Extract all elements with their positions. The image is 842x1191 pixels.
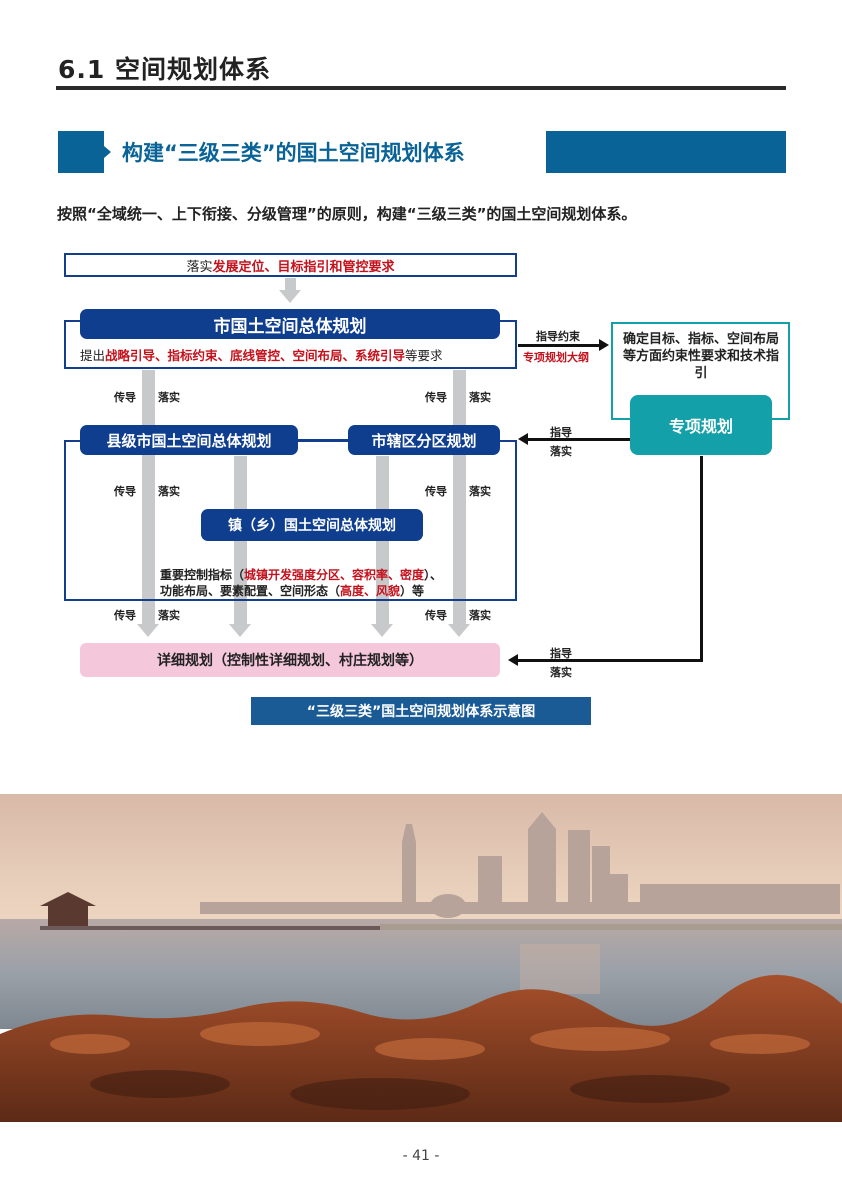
town-plan-node: 镇（乡）国土空间总体规划 bbox=[201, 509, 423, 541]
top-arrow-shaft bbox=[285, 278, 296, 290]
planning-diagram: 落实发展定位、目标指引和管控要求 市国土空间总体规划 提出战略引导、指标约束、底… bbox=[64, 253, 790, 679]
implement-label: 落实 bbox=[469, 391, 491, 404]
control-line2-highlight: 高度、风貌 bbox=[340, 584, 401, 598]
banner-arrow-icon bbox=[104, 146, 111, 158]
section-title: 6.1 空间规划体系 bbox=[58, 55, 271, 84]
diagram-caption-text: “三级三类”国土空间规划体系示意图 bbox=[306, 704, 536, 720]
top-requirement-prefix: 落实 bbox=[186, 259, 213, 275]
city-requirement: 提出战略引导、指标约束、底线管控、空间布局、系统引导等要求 bbox=[80, 345, 443, 364]
city-req-suffix: 等要求 bbox=[405, 348, 443, 363]
top-requirement-box: 落实发展定位、目标指引和管控要求 bbox=[64, 253, 517, 277]
special-frame-right-line bbox=[772, 418, 790, 420]
control-line2-prefix: 功能布局、要素配置、空间形态（ bbox=[160, 584, 341, 598]
implement-label: 落实 bbox=[158, 391, 180, 404]
implement-label: 落实 bbox=[469, 485, 491, 498]
col-right-inner-arrow bbox=[371, 624, 393, 637]
header-rule bbox=[56, 86, 786, 90]
transmit-label: 传导 bbox=[114, 485, 136, 498]
city-plan-node: 市国土空间总体规划 bbox=[80, 309, 500, 339]
guide-constraint-arrowhead bbox=[599, 339, 609, 351]
banner-title: 构建“三级三类”的国土空间规划体系 bbox=[122, 141, 465, 165]
implement-label: 落实 bbox=[550, 666, 572, 679]
district-plan-node: 市辖区分区规划 bbox=[348, 425, 500, 455]
guide-district-line bbox=[528, 438, 630, 441]
col-right-outer-arrow bbox=[448, 624, 470, 637]
county-plan-node: 县级市国土空间总体规划 bbox=[80, 425, 298, 455]
control-line-1: 重要控制指标（城镇开发强度分区、容积率、密度）、 bbox=[160, 567, 442, 583]
guide-detail-line bbox=[518, 659, 703, 662]
control-line2-suffix: ）等 bbox=[400, 584, 425, 598]
guide-constraint-label: 指导约束 bbox=[536, 330, 580, 343]
implement-label: 落实 bbox=[158, 485, 180, 498]
implement-label: 落实 bbox=[469, 609, 491, 622]
transmit-label: 传导 bbox=[114, 609, 136, 622]
transmit-label: 传导 bbox=[425, 391, 447, 404]
county-district-connector bbox=[298, 439, 348, 441]
transmit-label: 传导 bbox=[425, 609, 447, 622]
top-arrow-head bbox=[279, 290, 301, 303]
special-desc-text: 确定目标、指标、空间布局等方面约束性要求和技术指引 bbox=[622, 332, 779, 381]
city-req-prefix: 提出 bbox=[80, 348, 106, 363]
detail-plan-node: 详细规划（控制性详细规划、村庄规划等） bbox=[80, 643, 500, 677]
town-plan-label: 镇（乡）国土空间总体规划 bbox=[228, 518, 396, 534]
page-number-text: - 41 - bbox=[402, 1148, 440, 1164]
district-plan-label: 市辖区分区规划 bbox=[371, 431, 477, 450]
special-frame-left-line bbox=[611, 418, 630, 420]
page-number: - 41 - bbox=[0, 1148, 842, 1164]
special-plan-frame bbox=[611, 322, 790, 419]
col-left-inner-arrow bbox=[229, 624, 251, 637]
guide-constraint-line bbox=[518, 344, 600, 347]
detail-plan-label: 详细规划（控制性详细规划、村庄规划等） bbox=[157, 653, 423, 669]
special-desc: 确定目标、指标、空间布局等方面约束性要求和技术指引 bbox=[622, 331, 780, 382]
coastal-city-photo bbox=[0, 794, 842, 1122]
implement-label: 落实 bbox=[550, 445, 572, 458]
diagram-caption: “三级三类”国土空间规划体系示意图 bbox=[251, 697, 591, 725]
control-line1-suffix: ）、 bbox=[424, 568, 443, 582]
intro-paragraph: 按照“全域统一、上下衔接、分级管理”的原则，构建“三级三类”的国土空间规划体系。 bbox=[57, 205, 637, 223]
col-left-outer-arrow bbox=[137, 624, 159, 637]
city-plan-label: 市国土空间总体规划 bbox=[213, 316, 367, 337]
guide-label: 指导 bbox=[550, 426, 572, 439]
control-line1-highlight: 城镇开发强度分区、容积率、密度 bbox=[244, 568, 425, 582]
special-plan-label: 专项规划 bbox=[668, 417, 733, 436]
guide-detail-arrowhead bbox=[508, 654, 518, 666]
banner-marker bbox=[58, 131, 104, 173]
county-plan-label: 县级市国土空间总体规划 bbox=[106, 431, 272, 450]
banner-bar bbox=[546, 131, 786, 173]
transmit-label: 传导 bbox=[114, 391, 136, 404]
special-plan-node: 专项规划 bbox=[630, 395, 772, 455]
guide-label: 指导 bbox=[550, 647, 572, 660]
transmit-label: 传导 bbox=[425, 485, 447, 498]
guide-district-arrowhead bbox=[518, 433, 528, 445]
control-line-2: 功能布局、要素配置、空间形态（高度、风貌）等 bbox=[160, 583, 442, 599]
guide-detail-vertical bbox=[700, 456, 703, 661]
control-line1-prefix: 重要控制指标（ bbox=[160, 568, 245, 582]
top-requirement-highlight: 发展定位、目标指引和管控要求 bbox=[212, 259, 395, 275]
city-req-highlight: 战略引导、指标约束、底线管控、空间布局、系统引导 bbox=[105, 348, 406, 363]
implement-label: 落实 bbox=[158, 609, 180, 622]
special-outline-label: 专项规划大纲 bbox=[523, 351, 589, 364]
control-indicators: 重要控制指标（城镇开发强度分区、容积率、密度）、 功能布局、要素配置、空间形态（… bbox=[160, 567, 442, 599]
